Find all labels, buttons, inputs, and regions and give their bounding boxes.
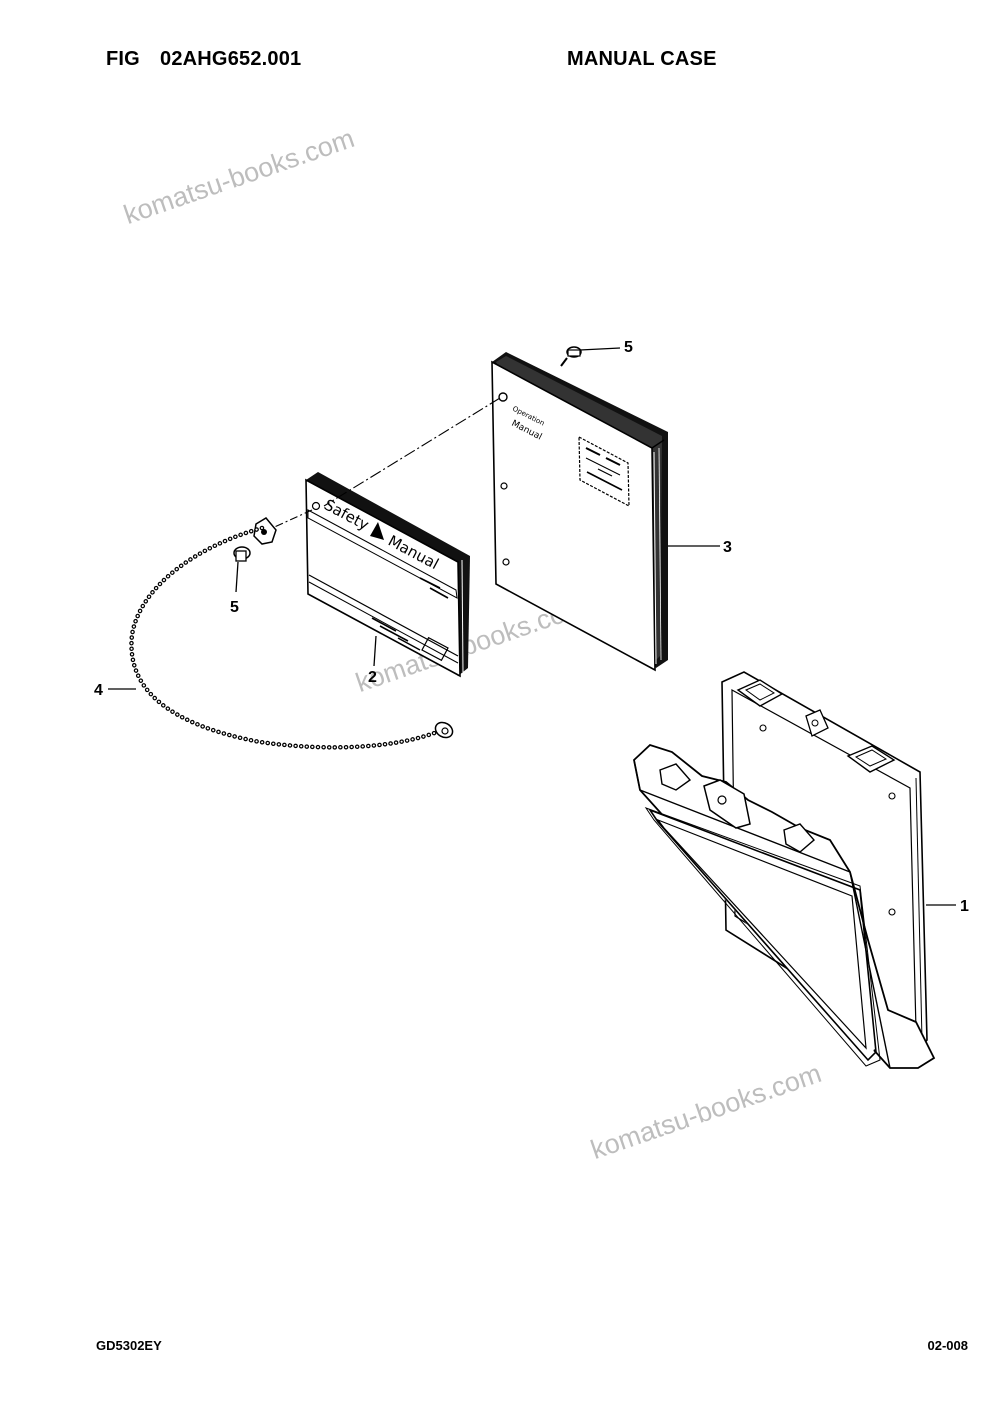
callouts: 1 2 3 4 5 5 [94, 339, 969, 915]
callout-2: 2 [368, 669, 377, 686]
part-manual-case [633, 671, 936, 1069]
document-code: GD5302EY [96, 1338, 162, 1353]
chain-end-clip [434, 721, 454, 739]
page-number: 02-008 [927, 1338, 968, 1353]
assembly-line-lower [267, 509, 313, 531]
callout-5-top: 5 [624, 339, 633, 356]
callout-3: 3 [723, 539, 732, 556]
callout-4: 4 [94, 682, 103, 699]
figure-title: MANUAL CASE [567, 48, 717, 70]
leader-line-5-top [579, 347, 621, 351]
part-operation-manual: Operation Manual [491, 346, 668, 672]
part-ball-chain [129, 525, 445, 750]
leader-line-2 [373, 635, 377, 667]
part-safety-manual: Safety Manual [305, 472, 470, 678]
fig-label: FIG [106, 48, 140, 70]
assembly-line-upper [323, 397, 501, 507]
figure-number: 02AHG652.001 [160, 48, 302, 70]
part-bolt-left [233, 517, 277, 562]
callout-1: 1 [960, 898, 969, 915]
leader-line-5-left [235, 561, 239, 593]
callout-5-left: 5 [230, 599, 239, 616]
